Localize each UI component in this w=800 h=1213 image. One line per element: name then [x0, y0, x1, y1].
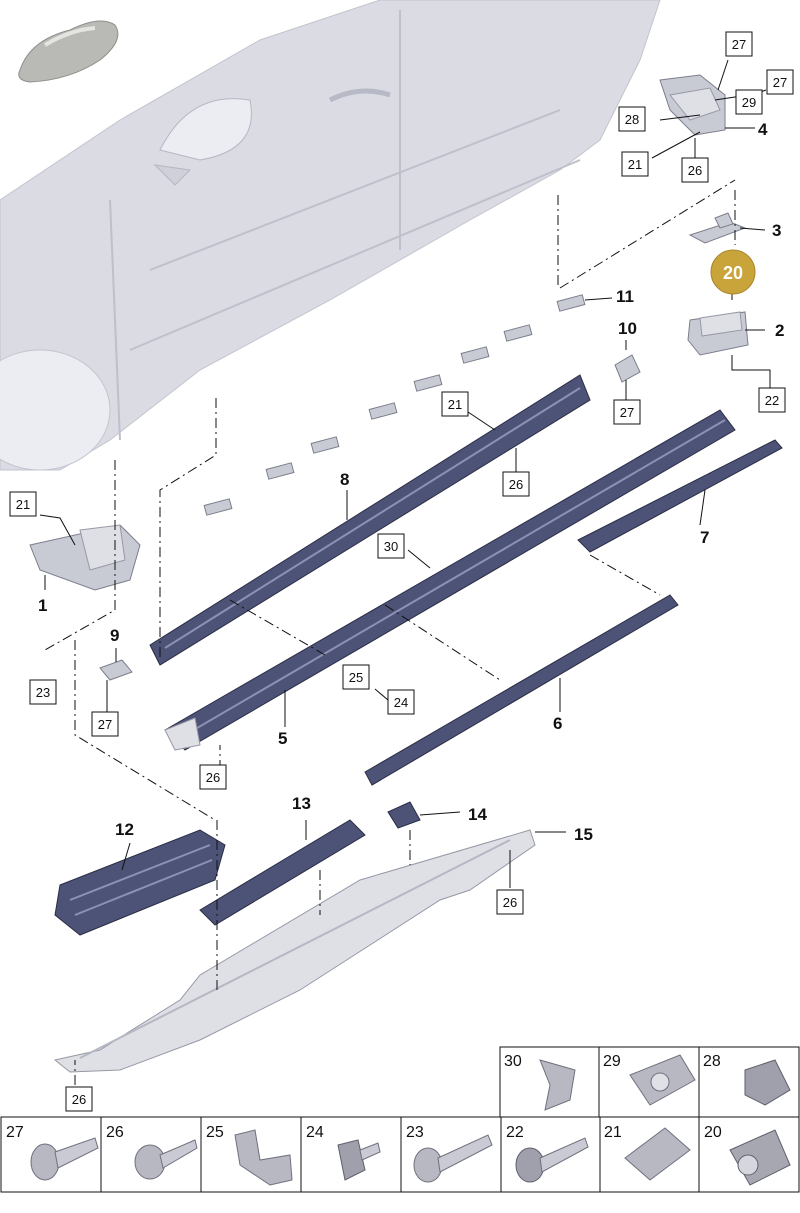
svg-text:25: 25	[349, 670, 363, 685]
callout-13: 13	[292, 794, 311, 813]
legend-cell-26: 26	[100, 1116, 202, 1193]
legend-cell-25: 25	[200, 1116, 302, 1193]
legend-cell-30: 30	[499, 1046, 600, 1118]
ref-box-26: 26	[502, 471, 530, 497]
part-11-clips	[203, 294, 586, 516]
svg-text:26: 26	[509, 477, 523, 492]
ref-box-26: 26	[496, 889, 524, 915]
svg-text:26: 26	[206, 770, 220, 785]
callout-12: 12	[115, 820, 134, 839]
car-silhouette-icon	[18, 20, 119, 83]
svg-text:20: 20	[723, 263, 743, 283]
svg-text:26: 26	[106, 1124, 124, 1141]
svg-text:27: 27	[6, 1124, 24, 1141]
svg-text:21: 21	[628, 157, 642, 172]
ref-box-26: 26	[65, 1086, 93, 1112]
callout-10: 10	[618, 319, 637, 338]
legend-cell-22: 22	[500, 1116, 601, 1193]
callout-5: 5	[278, 729, 287, 748]
callout-9: 9	[110, 626, 119, 645]
svg-text:22: 22	[506, 1124, 524, 1141]
part-10-clip	[614, 354, 641, 383]
part-1-bracket	[29, 524, 141, 591]
part-13-rail-piece	[199, 819, 366, 926]
legend-cell-20: 20	[698, 1116, 800, 1193]
ref-box-21: 21	[9, 491, 37, 517]
boxed-references: 27 27 29 28 21 26 22 27 21 26 21 30 23 2…	[9, 31, 794, 1112]
svg-text:27: 27	[98, 717, 112, 732]
svg-text:28: 28	[625, 112, 639, 127]
part-3-clip	[688, 212, 747, 244]
part-4-bracket	[659, 74, 726, 136]
svg-text:26: 26	[688, 163, 702, 178]
ref-box-22: 22	[758, 387, 786, 413]
svg-text:29: 29	[742, 95, 756, 110]
callout-2: 2	[775, 321, 784, 340]
legend-cell-27: 27	[0, 1116, 102, 1193]
legend-cell-24: 24	[300, 1116, 402, 1193]
legend-cell-21: 21	[599, 1116, 700, 1193]
ref-box-27: 27	[613, 399, 641, 425]
callout-labels: 4 3 2 11 10 8 7 1 9 5 6 13 14 15 12	[38, 120, 784, 844]
svg-text:27: 27	[620, 405, 634, 420]
callout-14: 14	[468, 805, 487, 824]
svg-text:29: 29	[603, 1053, 621, 1070]
part-15-underbody-panel	[53, 829, 536, 1073]
callout-1: 1	[38, 596, 47, 615]
callout-8: 8	[340, 470, 349, 489]
part-6-strip	[364, 594, 679, 786]
ref-box-25: 25	[342, 664, 370, 690]
svg-text:23: 23	[36, 685, 50, 700]
svg-text:28: 28	[703, 1053, 721, 1070]
svg-text:26: 26	[503, 895, 517, 910]
ref-box-21: 21	[441, 391, 469, 417]
ref-box-27: 27	[725, 31, 753, 57]
svg-text:20: 20	[704, 1124, 722, 1141]
svg-text:21: 21	[604, 1124, 622, 1141]
ref-box-24: 24	[387, 689, 415, 715]
svg-text:25: 25	[206, 1124, 224, 1141]
svg-text:27: 27	[773, 75, 787, 90]
ref-box-27: 27	[91, 711, 119, 737]
svg-text:22: 22	[765, 393, 779, 408]
ref-box-26: 26	[199, 764, 227, 790]
svg-text:30: 30	[504, 1053, 522, 1070]
callout-7: 7	[700, 528, 709, 547]
part-5-sill-rail	[164, 409, 736, 751]
svg-text:30: 30	[384, 539, 398, 554]
part-9-clip	[99, 659, 133, 681]
callout-4: 4	[758, 120, 768, 139]
callout-6: 6	[553, 714, 562, 733]
highlight-badge-20: 20	[710, 249, 756, 295]
part-8-rail	[149, 374, 591, 666]
car-body-illustration	[0, 0, 661, 471]
ref-box-28: 28	[618, 106, 646, 132]
ref-box-27: 27	[766, 69, 794, 95]
svg-text:21: 21	[16, 497, 30, 512]
fastener-legend: 30 29 28 27 26 25	[0, 1046, 800, 1193]
ref-box-26: 26	[681, 157, 709, 183]
part-7-strip	[577, 439, 783, 553]
callout-3: 3	[772, 221, 781, 240]
part-2-connector	[687, 311, 749, 356]
svg-text:24: 24	[306, 1124, 324, 1141]
svg-text:23: 23	[406, 1124, 424, 1141]
legend-cell-23: 23	[400, 1116, 502, 1193]
part-12-grid-block	[54, 829, 226, 936]
svg-text:24: 24	[394, 695, 408, 710]
legend-cell-29: 29	[598, 1046, 700, 1118]
part-14-clip	[387, 801, 421, 829]
ref-box-23: 23	[29, 679, 57, 705]
legend-cell-28: 28	[698, 1046, 800, 1118]
svg-text:21: 21	[448, 397, 462, 412]
svg-text:27: 27	[732, 37, 746, 52]
svg-text:26: 26	[72, 1092, 86, 1107]
callout-11: 11	[616, 287, 634, 306]
callout-15: 15	[574, 825, 593, 844]
ref-box-30: 30	[377, 533, 405, 559]
ref-box-29: 29	[735, 89, 763, 115]
ref-box-21: 21	[621, 151, 649, 177]
